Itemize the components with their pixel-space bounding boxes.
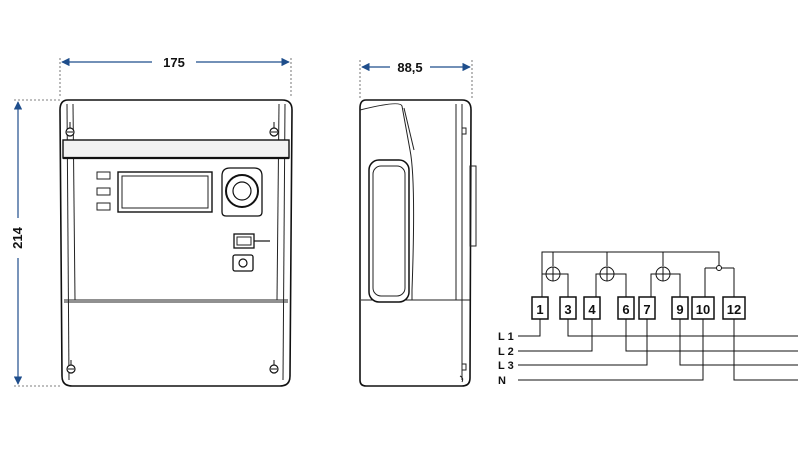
front-view: 175 214	[10, 55, 293, 387]
height-label: 214	[10, 226, 25, 248]
current-coil-icon	[545, 266, 561, 282]
screw-icon	[65, 122, 75, 137]
screw-icon	[66, 360, 76, 374]
indicator-led-2	[96, 187, 111, 196]
wiring-diagram: 1 3 4 6 7 9 10 12	[498, 251, 798, 387]
terminal-block-4: 4	[583, 296, 601, 320]
current-coil-icon	[655, 266, 671, 282]
current-coil-icon	[599, 266, 615, 282]
terminal-label: 1	[536, 302, 543, 317]
phase-label-l2: L 2	[498, 346, 514, 358]
phase-label-l3: L 3	[498, 360, 514, 372]
phase-label-n: N	[498, 375, 506, 387]
lcd-display	[117, 171, 213, 213]
side-window	[368, 159, 410, 303]
terminal-label: 4	[588, 302, 596, 317]
screw-icon	[269, 122, 279, 137]
terminal-label: 12	[727, 302, 741, 317]
phase-label-l1: L 1	[498, 331, 514, 343]
terminal-label: 9	[676, 302, 683, 317]
terminal-label: 10	[696, 302, 710, 317]
width-label: 175	[163, 55, 185, 70]
terminal-label: 7	[643, 302, 650, 317]
terminal-block-9: 9	[671, 296, 689, 320]
terminal-block-6: 6	[617, 296, 635, 320]
height-dimension: 214	[10, 99, 60, 387]
front-top-band	[62, 139, 290, 159]
terminal-label: 3	[564, 302, 571, 317]
terminal-label: 6	[622, 302, 629, 317]
push-button-icon	[232, 254, 254, 272]
rotary-knob-icon	[221, 167, 263, 217]
terminal-block-12: 12	[722, 296, 746, 320]
terminal-block-1: 1	[531, 296, 549, 320]
terminal-block-7: 7	[638, 296, 656, 320]
screw-icon	[269, 360, 279, 374]
terminal-block-10: 10	[691, 296, 715, 320]
depth-dimension: 88,5	[359, 60, 473, 98]
side-view: 88,5	[359, 60, 477, 387]
indicator-led-1	[96, 171, 111, 180]
indicator-led-3	[96, 202, 111, 211]
width-dimension: 175	[59, 55, 292, 98]
depth-label: 88,5	[397, 60, 422, 75]
seal-icon	[233, 233, 270, 249]
terminal-block-3: 3	[559, 296, 577, 320]
